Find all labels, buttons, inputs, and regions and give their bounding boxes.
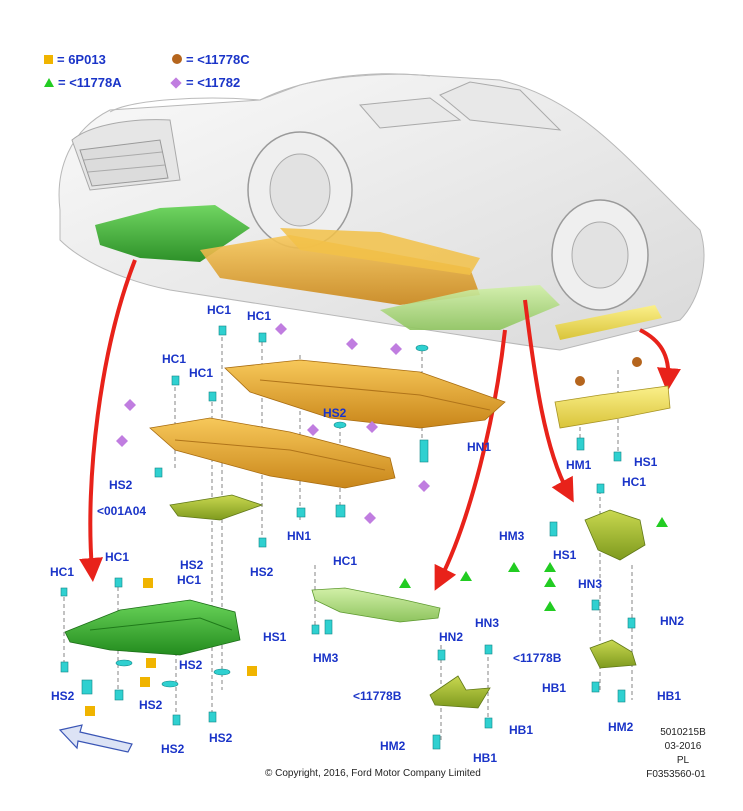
legend-square-icon — [44, 55, 53, 64]
label-hm2: HM2 — [380, 739, 406, 753]
label-hs2: HS2 — [109, 478, 133, 492]
label-hs2: HS2 — [139, 698, 163, 712]
label-hs2: HS2 — [323, 406, 347, 420]
drawing-number: 5010215B — [660, 727, 706, 738]
legend-triangle-icon — [44, 78, 54, 87]
label-hn2: HN2 — [660, 614, 685, 628]
label-hs2: HS2 — [250, 565, 274, 579]
yellow-crossmember — [554, 385, 671, 429]
fastener-clips — [60, 325, 636, 750]
legend-text: = <11782 — [186, 75, 241, 90]
orientation-arrow — [58, 724, 133, 753]
label-hc1: HC1 — [189, 366, 214, 380]
front-grille — [79, 139, 169, 187]
label-hc1: HC1 — [50, 565, 75, 579]
shield-11778b-center — [429, 675, 491, 709]
label-hs2: HS2 — [161, 742, 185, 756]
vehicle-body — [58, 73, 705, 351]
legend-text: = <11778A — [58, 75, 122, 90]
label-hc1: HC1 — [247, 309, 272, 323]
label-hn3: HN3 — [475, 616, 500, 630]
label-hm2: HM2 — [608, 720, 634, 734]
label-001a04: <001A04 — [97, 504, 147, 518]
label-hs1: HS1 — [634, 455, 658, 469]
label-hs2: HS2 — [209, 731, 233, 745]
legend-item-11782: = <11782 — [170, 75, 241, 90]
figure-id: F0353560-01 — [646, 769, 706, 780]
label-hn1: HN1 — [287, 529, 312, 543]
legend-item-6p013: = 6P013 — [44, 52, 106, 67]
label-hm3: HM3 — [313, 651, 339, 665]
copyright-notice: © Copyright, 2016, Ford Motor Company Li… — [265, 768, 481, 779]
legend-text: = 6P013 — [57, 52, 106, 67]
callout-arrows — [79, 259, 681, 591]
orange-underbody-shield-lower — [149, 417, 396, 489]
label-hc1: HC1 — [162, 352, 187, 366]
legend-diamond-icon — [170, 77, 182, 89]
label-hs2: HS2 — [51, 689, 75, 703]
green-bracket-right — [584, 509, 646, 561]
label-hs2: HS2 — [179, 658, 203, 672]
shield-001a04 — [169, 494, 264, 521]
label-hc1: HC1 — [333, 554, 358, 568]
legend-circle-icon — [172, 54, 182, 64]
shield-11778b-right — [589, 639, 637, 669]
legend-item-11778c: = <11778C — [172, 52, 250, 67]
material-markers — [85, 323, 668, 716]
label-hb1: HB1 — [473, 751, 498, 765]
label-hs1: HS1 — [263, 630, 287, 644]
drawing-language: PL — [676, 755, 690, 766]
label-11778b: <11778B — [353, 689, 402, 703]
legend-item-11778a: = <11778A — [44, 75, 122, 90]
label-hn3: HN3 — [578, 577, 603, 591]
label-hc1: HC1 — [177, 573, 202, 587]
label-11778b: <11778B — [513, 651, 562, 665]
orange-underbody-shield-upper — [224, 359, 506, 429]
drawing-date: 03-2016 — [664, 741, 702, 752]
label-hn2: HN2 — [439, 630, 464, 644]
label-hb1: HB1 — [542, 681, 567, 695]
light-green-bracket — [311, 587, 441, 623]
label-hb1: HB1 — [509, 723, 534, 737]
label-hc1: HC1 — [207, 303, 232, 317]
label-hm3: HM3 — [499, 529, 525, 543]
label-hs2: HS2 — [180, 558, 204, 572]
green-front-shield — [64, 599, 241, 656]
label-hc1: HC1 — [105, 550, 130, 564]
label-hm1: HM1 — [566, 458, 592, 472]
label-hb1: HB1 — [657, 689, 682, 703]
label-hs1: HS1 — [553, 548, 577, 562]
label-hn1: HN1 — [467, 440, 492, 454]
label-hc1: HC1 — [622, 475, 647, 489]
legend-text: = <11778C — [186, 52, 250, 67]
